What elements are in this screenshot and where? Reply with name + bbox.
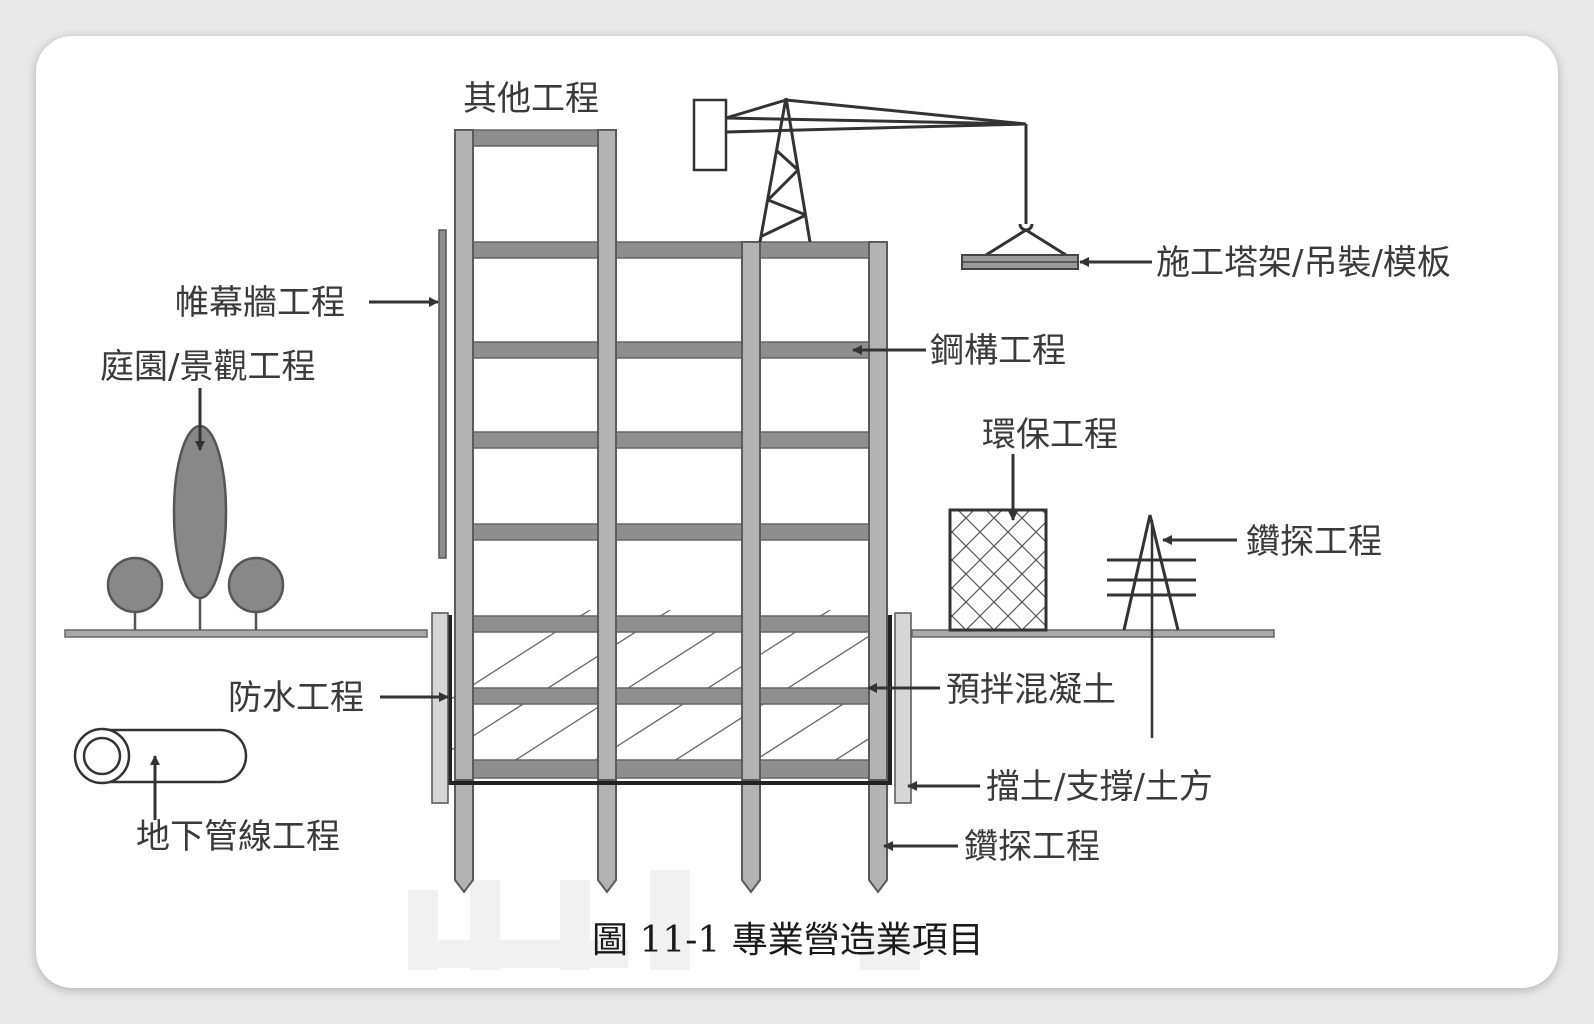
label-underground-pipe: 地下管線工程	[136, 817, 340, 857]
trees	[106, 424, 285, 630]
label-drilling-top: 鑽探工程	[1246, 522, 1382, 562]
label-drilling-bottom: 鑽探工程	[964, 827, 1100, 867]
label-concrete: 預拌混凝土	[946, 670, 1116, 710]
label-other: 其他工程	[463, 79, 599, 119]
label-tower-crane: 施工塔架/吊裝/模板	[1156, 243, 1451, 283]
ground-right	[911, 629, 1275, 638]
retaining-wall-left	[431, 612, 449, 804]
floor-beams	[454, 129, 888, 779]
watermark	[408, 870, 920, 970]
diagram-card	[36, 36, 1558, 988]
columns	[454, 129, 888, 781]
label-curtain-wall: 帷幕牆工程	[175, 283, 345, 323]
label-waterproof: 防水工程	[228, 678, 364, 718]
underground-pipe	[73, 727, 248, 785]
leader-lines	[150, 257, 1237, 851]
label-steel: 鋼構工程	[930, 331, 1066, 371]
retaining-wall-right	[894, 612, 912, 804]
waterproof-membrane	[448, 615, 892, 785]
ground-left	[64, 629, 428, 638]
label-retaining: 擋土/支撐/土方	[986, 767, 1213, 807]
label-garden: 庭園/景觀工程	[100, 347, 315, 387]
piles	[454, 779, 888, 894]
curtain-wall-panel	[438, 229, 447, 559]
tower-crane	[692, 97, 1067, 257]
environmental-box	[948, 508, 1048, 632]
drill-rig	[1107, 514, 1196, 738]
label-environmental: 環保工程	[982, 415, 1118, 455]
figure-caption: 圖 11-1 專業營造業項目	[592, 920, 984, 961]
